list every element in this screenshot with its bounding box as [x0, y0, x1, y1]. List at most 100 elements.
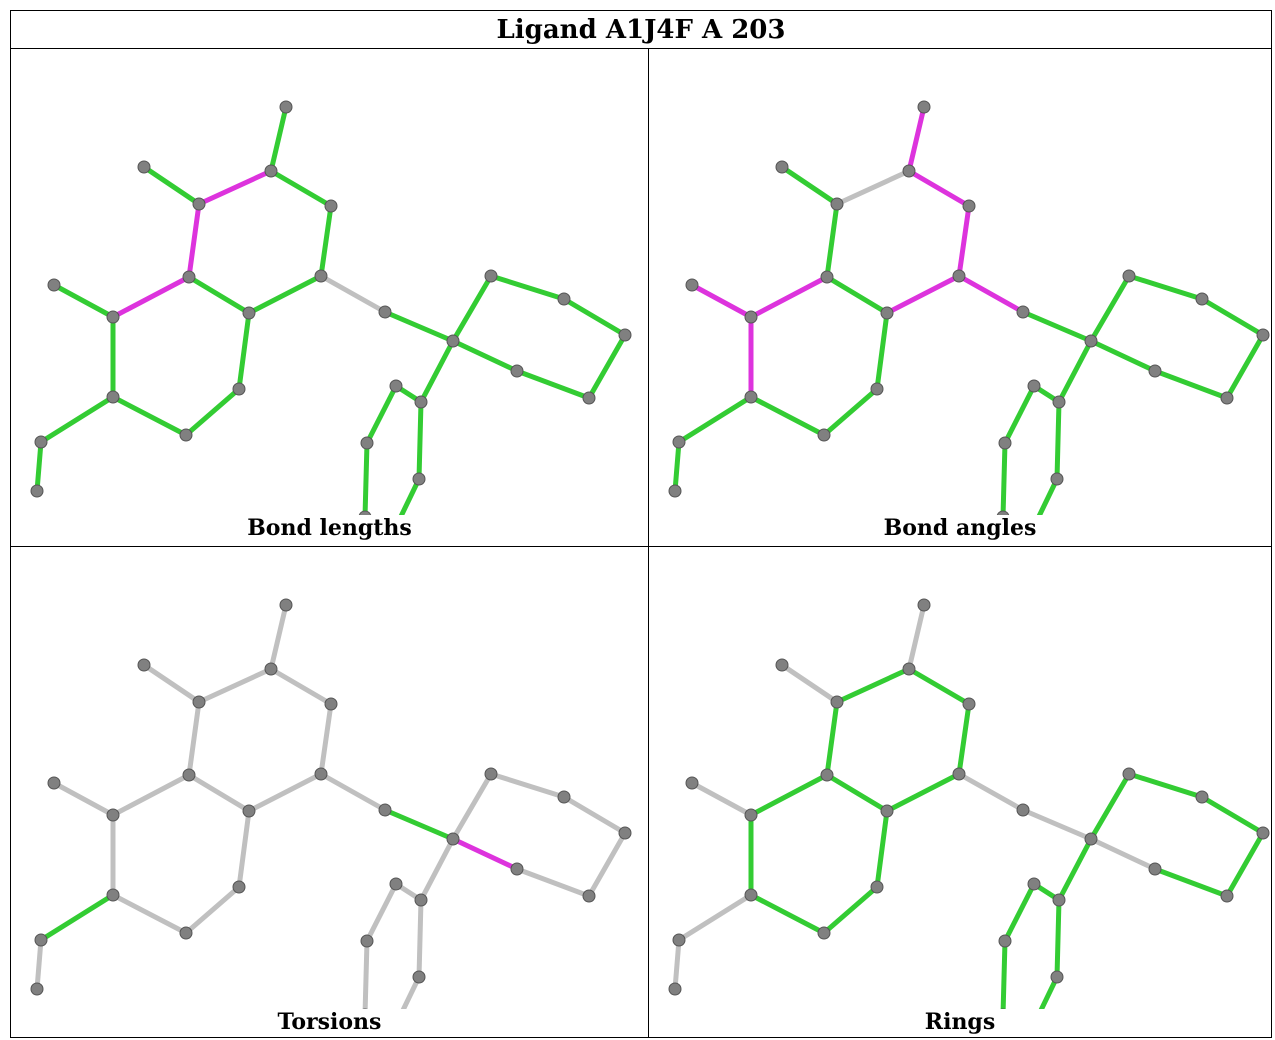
bond-neutral: [141, 662, 202, 705]
atom: [192, 197, 206, 211]
bond-neutral: [514, 866, 592, 899]
atom: [870, 880, 884, 894]
atom: [1052, 893, 1066, 907]
bond-outlier: [748, 274, 830, 320]
atom: [668, 484, 682, 498]
bond-neutral: [34, 937, 44, 992]
atom: [618, 826, 632, 840]
bond-good: [382, 309, 456, 344]
atom: [232, 880, 246, 894]
atom: [279, 100, 293, 114]
atom: [106, 390, 120, 404]
atom: [952, 269, 966, 283]
atom: [1195, 790, 1209, 804]
atom: [820, 270, 834, 284]
atom: [1148, 862, 1162, 876]
bond-neutral: [110, 892, 189, 936]
bond-good: [1126, 771, 1205, 800]
atom: [820, 768, 834, 782]
atom: [414, 395, 428, 409]
atom: [30, 982, 44, 996]
bond-good: [676, 394, 754, 445]
bond-good: [824, 274, 890, 316]
atom: [582, 391, 596, 405]
atom: [668, 982, 682, 996]
bond-neutral: [488, 771, 567, 800]
bond-good: [956, 701, 972, 777]
atom: [1220, 889, 1234, 903]
atom: [1220, 391, 1234, 405]
atom: [557, 292, 571, 306]
atom: [817, 926, 831, 940]
atom: [902, 662, 916, 676]
bond-neutral: [51, 780, 116, 818]
bond-good: [268, 104, 289, 174]
bond-neutral: [246, 771, 324, 814]
bond-good: [1199, 794, 1266, 836]
atom: [672, 435, 686, 449]
atom: [106, 808, 120, 822]
bond-good: [672, 439, 682, 494]
bond-good: [236, 310, 252, 392]
bond-neutral: [450, 771, 494, 842]
atom: [389, 877, 403, 891]
atom: [324, 697, 338, 711]
atom: [744, 888, 758, 902]
atom: [106, 888, 120, 902]
bond-good: [1088, 771, 1132, 842]
atom: [378, 305, 392, 319]
bond-neutral: [1020, 807, 1094, 842]
atom: [1084, 334, 1098, 348]
bond-good: [382, 807, 456, 842]
bond-good: [398, 476, 422, 515]
figure-title: Ligand A1J4F A 203: [11, 11, 1271, 49]
atom: [137, 658, 151, 672]
atom: [1050, 472, 1064, 486]
bond-good: [824, 772, 890, 814]
atom: [264, 164, 278, 178]
bond-good: [821, 386, 880, 438]
atom: [952, 767, 966, 781]
bond-good: [318, 203, 334, 279]
bond-good: [748, 394, 827, 438]
bond-good: [834, 666, 912, 705]
atom: [484, 269, 498, 283]
bond-neutral: [906, 602, 927, 672]
bond-neutral: [364, 881, 399, 944]
bond-good: [884, 771, 962, 814]
bond-neutral: [318, 701, 334, 777]
bond-good: [1000, 938, 1008, 1009]
caption-rings: Rings: [924, 1009, 996, 1035]
atom: [446, 832, 460, 846]
caption-bond-angles: Bond angles: [883, 515, 1037, 541]
bond-outlier: [689, 282, 754, 320]
bond-good: [1224, 830, 1266, 899]
bond-good: [1152, 368, 1230, 401]
atom: [917, 100, 931, 114]
atom: [314, 269, 328, 283]
atom: [1027, 877, 1041, 891]
bond-good: [1036, 476, 1060, 515]
caption-torsions: Torsions: [277, 1009, 382, 1035]
molecule-rings: [668, 598, 1270, 1009]
bond-neutral: [586, 830, 628, 899]
atom: [1148, 364, 1162, 378]
bond-neutral: [268, 666, 334, 707]
bond-neutral: [689, 780, 754, 818]
bond-outlier: [196, 168, 274, 207]
molecule-bond-lengths: [30, 100, 632, 515]
bond-good: [450, 273, 494, 344]
atom: [179, 926, 193, 940]
figure-frame: Ligand A1J4F A 203 Bond lengths Bond ang…: [10, 10, 1272, 1038]
bond-good: [514, 368, 592, 401]
bond-good: [1224, 332, 1266, 401]
bond-good: [1126, 273, 1205, 302]
atom: [1122, 767, 1136, 781]
bond-good: [110, 394, 189, 438]
atom: [192, 695, 206, 709]
bond-outlier: [956, 203, 972, 279]
bond-neutral: [561, 794, 628, 836]
atom: [685, 278, 699, 292]
bond-neutral: [676, 892, 754, 943]
bond-good: [186, 274, 252, 316]
